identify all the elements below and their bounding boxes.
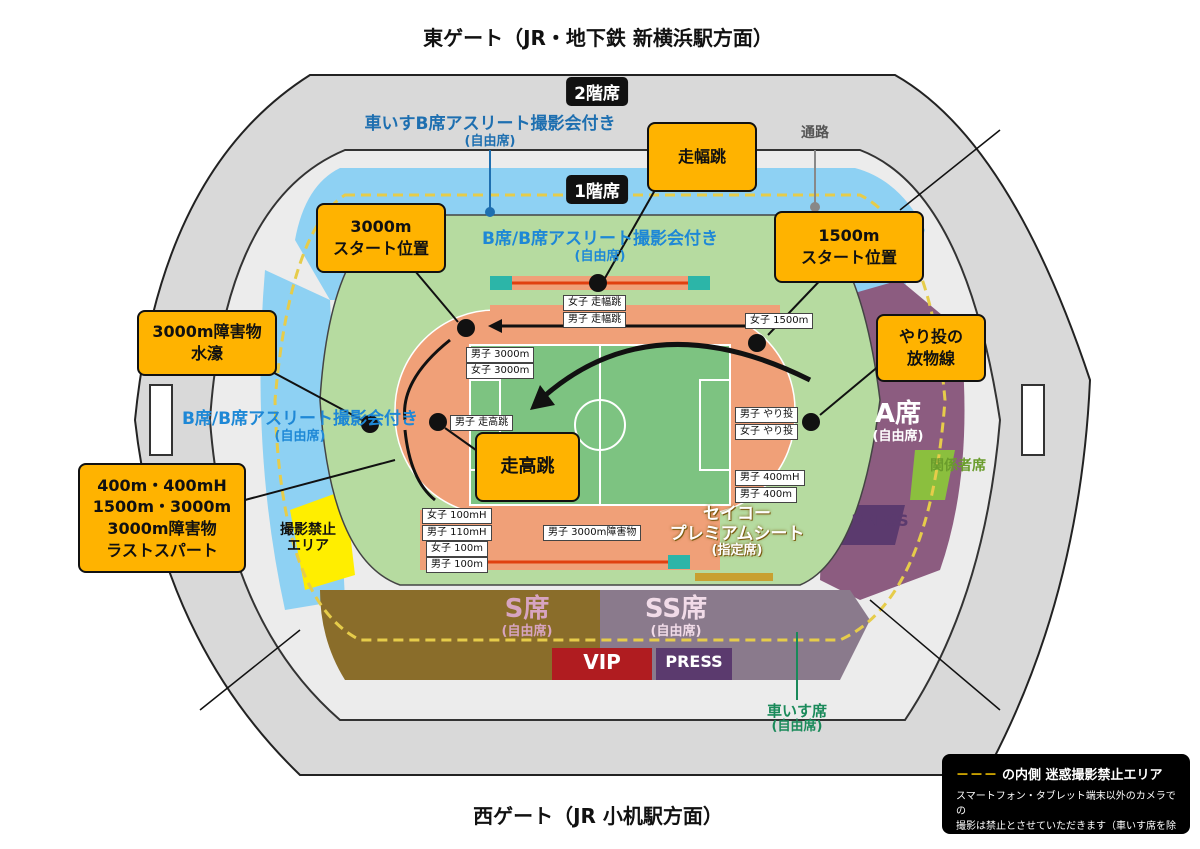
press-right-label: PRESS bbox=[851, 511, 909, 530]
s-seat-label: S席 (自由席) bbox=[501, 594, 553, 639]
javelin-curve bbox=[538, 341, 812, 402]
event-m-3000sc: 男子 3000m障害物 bbox=[543, 525, 642, 541]
event-w-100: 女子 100m bbox=[426, 541, 489, 557]
event-w-long-jump: 女子 走幅跳 bbox=[563, 295, 627, 311]
event-w-3000: 女子 3000m bbox=[466, 363, 535, 379]
event-w-100h: 女子 100mH bbox=[422, 508, 492, 524]
s-seat-band bbox=[320, 590, 600, 680]
event-m-long-jump: 男子 走幅跳 bbox=[563, 312, 627, 328]
legend-note-1: スマートフォン・タブレット端末以外のカメラでの bbox=[956, 791, 1176, 817]
b-west-seat-label: B席/B席アスリート撮影会付き (自由席) bbox=[181, 409, 419, 444]
a-seat-label: A席 (自由席) bbox=[872, 399, 924, 444]
event-m-high-jump: 男子 走高跳 bbox=[450, 415, 514, 431]
event-m-400h: 男子 400mH bbox=[735, 470, 805, 486]
b-north-seat-label: B席/B席アスリート撮影会付き (自由席) bbox=[481, 229, 719, 264]
vip-label: VIP bbox=[583, 650, 621, 674]
event-m-400: 男子 400m bbox=[735, 487, 798, 503]
event-m-javelin: 男子 やり投 bbox=[735, 407, 799, 423]
dashed-boundary bbox=[273, 193, 947, 642]
event-m-3000: 男子 3000m bbox=[466, 347, 535, 363]
legend-box: －－－の内側 迷惑撮影禁止エリア スマートフォン・タブレット端末以外のカメラでの… bbox=[942, 754, 1190, 847]
legend-note-2: 撮影は禁止とさせていただきます（車いす席を除く） bbox=[956, 821, 1176, 847]
seiko-gold-bar bbox=[695, 573, 773, 581]
no-photo-area-label: 撮影禁止 エリア bbox=[280, 522, 336, 555]
vip-box bbox=[552, 648, 652, 680]
passage-label: 通路 bbox=[801, 125, 829, 141]
callout-javelin: やり投の放物線 bbox=[876, 314, 986, 382]
callout-high-jump: 走高跳 bbox=[475, 432, 580, 502]
event-w-1500: 女子 1500m bbox=[745, 313, 814, 329]
second-floor-label: 2階席 bbox=[566, 77, 628, 106]
callout-steeple-pit: 3000m障害物水濠 bbox=[137, 310, 277, 376]
ss-seat-label: SS席 (自由席) bbox=[644, 594, 708, 639]
wheelchair-seat-label: 車いす席 (自由席) bbox=[766, 702, 828, 735]
first-floor-label: 1階席 bbox=[566, 175, 628, 204]
dashed-line-icon: －－－ bbox=[956, 768, 999, 783]
callout-long-jump: 走幅跳 bbox=[647, 122, 757, 192]
press-bottom-box bbox=[656, 648, 732, 680]
kankei-label: 関係者席 bbox=[930, 458, 986, 474]
kankei-box bbox=[910, 450, 955, 500]
west-gate-label: 西ゲート（JR 小机駅方面） bbox=[473, 804, 723, 828]
press-bottom-label: PRESS bbox=[665, 652, 723, 671]
east-gate-label: 東ゲート（JR・地下鉄 新横浜駅方面） bbox=[423, 26, 773, 50]
event-m-100: 男子 100m bbox=[426, 557, 489, 573]
event-w-javelin: 女子 やり投 bbox=[735, 424, 799, 440]
b-upper-seat-label: 車いすB席アスリート撮影会付き (自由席) bbox=[364, 114, 616, 149]
legend-title: の内側 迷惑撮影禁止エリア bbox=[1002, 768, 1163, 783]
event-m-110h: 男子 110mH bbox=[422, 525, 492, 541]
no-photo-area bbox=[290, 490, 355, 590]
seiko-premium-label: セイコー プレミアムシート (指定席) bbox=[669, 504, 805, 559]
